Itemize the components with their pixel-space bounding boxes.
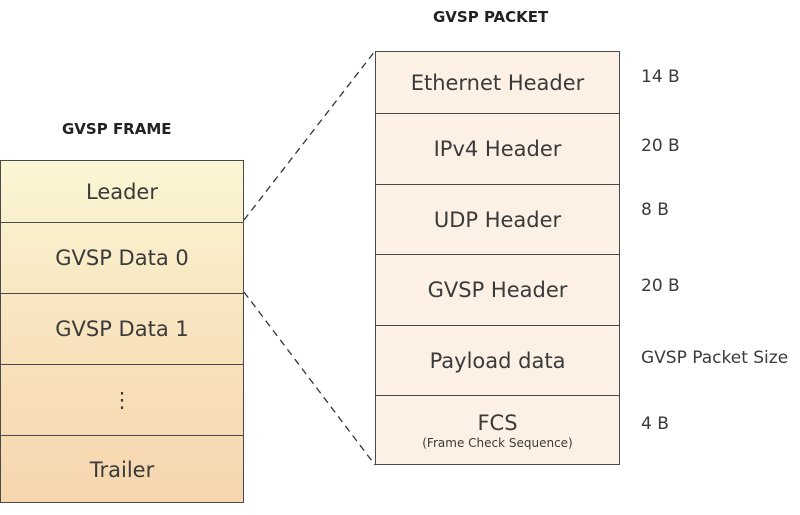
packet-cell-label: Ethernet Header (410, 70, 585, 95)
size-label-ethernet: 14 B (641, 67, 680, 87)
packet-cell-fcs: FCS (Frame Check Sequence) (376, 395, 619, 464)
frame-cell-trailer: Trailer (1, 435, 243, 504)
connector-line-top (243, 50, 376, 221)
packet-cell-payload-data: Payload data (376, 325, 619, 395)
frame-cell-gvsp-data-0: GVSP Data 0 (1, 222, 243, 293)
packet-cell-gvsp-header: GVSP Header (376, 254, 619, 325)
connector-line-bottom (243, 291, 376, 466)
packet-cell-label: FCS (477, 410, 518, 435)
frame-cell-leader: Leader (85, 179, 158, 204)
frame-cell-ellipsis: ⋮ (1, 364, 243, 435)
packet-cell-sublabel: (Frame Check Sequence) (422, 435, 573, 450)
packet-cell-ipv4-header: IPv4 Header (376, 113, 619, 184)
packet-cell-label: UDP Header (433, 207, 562, 232)
packet-cell-label: GVSP Header (427, 278, 568, 302)
size-label-gvsp-header: 20 B (641, 276, 680, 296)
packet-cell-udp-header: UDP Header (376, 184, 619, 254)
size-label-payload: GVSP Packet Size (641, 348, 789, 368)
gvsp-packet-title: GVSP PACKET (433, 8, 549, 26)
packet-cell-label: IPv4 Header (433, 137, 562, 161)
size-label-udp: 8 B (641, 200, 669, 220)
gvsp-frame-stack: Leader GVSP Data 0 GVSP Data 1 ⋮ Trailer (0, 160, 244, 503)
gvsp-packet-stack: Ethernet Header IPv4 Header UDP Header G… (375, 51, 620, 465)
size-label-ipv4: 20 B (641, 136, 680, 156)
packet-cell-ethernet-header: Ethernet Header (376, 52, 619, 113)
gvsp-frame-title: GVSP FRAME (62, 120, 172, 138)
frame-cell-gvsp-data-1: GVSP Data 1 (1, 293, 243, 364)
size-label-fcs: 4 B (641, 414, 669, 434)
packet-cell-label: Payload data (429, 348, 566, 373)
